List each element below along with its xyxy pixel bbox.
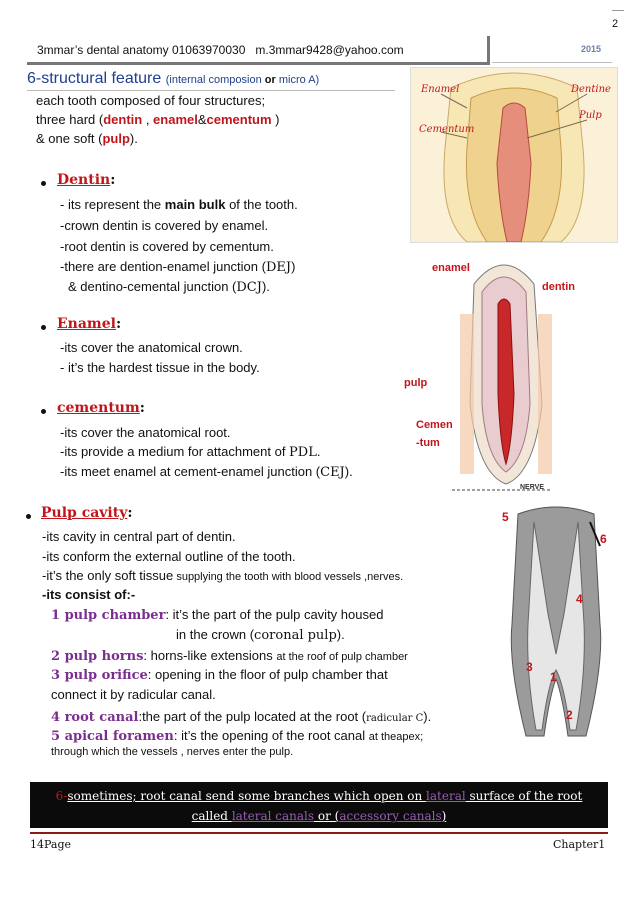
note-line-2: called lateral canals or (accessory cana… [191,809,447,823]
label-pulp: Pulp [579,110,602,121]
number-2: 2 [566,708,573,722]
footer-rule [30,832,608,834]
intro-line-3: & one soft (pulp). [36,131,138,146]
header-rule [492,62,612,63]
header-year: 2015 [581,44,602,54]
bullet-icon [41,181,46,186]
dentin-line-1: - its represent the main bulk of the too… [60,197,298,212]
pulp-cavity-illustration [510,506,602,737]
label-dentin: dentin [542,281,575,293]
pulp-line-3: -it’s the only soft tissue supplying the… [42,568,404,583]
bullet-icon [26,514,31,519]
tooth-section-figure: enamel dentin pulp Cemen -tum NERVE [402,244,612,496]
label-cemen: Cemen [416,419,453,431]
pulp-line-2: -its conform the external outline of the… [42,549,296,564]
section-title: 6-structural feature (internal composion… [27,70,395,91]
label-enamel: Enamel [421,84,460,95]
footer-page: 14Page [30,838,72,851]
pulp-item-2: 2 pulp horns: horns-like extensions at t… [51,648,408,664]
label-tum: -tum [416,437,440,449]
number-6: 6 [600,532,607,546]
dentin-heading: Dentin: [57,172,116,188]
number-1: 1 [550,670,557,684]
dentin-line-4: -there are dention-enamel junction (DEJ) [60,259,296,275]
cementum-line-2: -its provide a medium for attachment of … [60,444,321,460]
label-enamel: enamel [432,262,470,274]
dentin-line-2: -crown dentin is covered by enamel. [60,218,269,233]
label-nerve: NERVE [520,484,544,491]
enamel-line-1: -its cover the anatomical crown. [60,340,243,355]
tooth-section-illustration [402,244,612,496]
enamel-line-2: - it’s the hardest tissue in the body. [60,360,260,375]
pulp-item-3: 3 pulp orifice: opening in the floor of … [51,667,388,683]
intro-line-1: each tooth composed of four structures; [36,93,266,108]
pulp-item-1: 1 pulp chamber: it’s the part of the pul… [51,607,384,623]
page-number: 2 [612,18,619,30]
note-box: 6-sometimes; root canal send some branch… [30,782,608,828]
note-line-1: 6-sometimes; root canal send some branch… [55,789,583,803]
pulp-heading: Pulp cavity: [41,505,133,521]
pulp-item-3-cont: connect it by radicular canal. [51,687,216,702]
pulp-item-1-cont: in the crown (coronal pulp). [176,627,345,643]
cementum-line-3: -its meet enamel at cement-enamel juncti… [60,464,353,480]
cementum-heading: cementum: [57,400,145,416]
pulp-line-1: -its cavity in central part of dentin. [42,529,236,544]
bullet-icon [41,325,46,330]
intro-line-2: three hard (dentin , enamel&cementum ) [36,112,280,127]
header-contact: 3mmar’s dental anatomy 01063970030 m.3mm… [37,43,404,57]
cementum-line-1: -its cover the anatomical root. [60,425,231,440]
tooth-structure-illustration [440,72,588,242]
bullet-icon [41,409,46,414]
dentin-line-3: -root dentin is covered by cementum. [60,239,274,254]
page-number-rule [612,10,624,11]
label-dentine: Dentine [571,84,611,95]
pulp-item-5: 5 apical foramen: it’s the opening of th… [51,728,424,744]
tooth-structure-figure: Enamel Dentine Cementum Pulp [410,67,618,243]
pulp-consist: -its consist of:- [42,587,136,602]
number-4: 4 [576,592,583,606]
dentin-line-5: & dentino-cemental junction (DCJ). [68,279,270,295]
label-cementum: Cementum [419,124,475,135]
pulp-cavity-figure: 5 6 4 3 1 2 [500,504,612,738]
enamel-heading: Enamel: [57,316,122,332]
footer-chapter: Chapter1 [553,838,606,851]
pulp-item-4: 4 root canal:the part of the pulp locate… [51,709,432,725]
pulp-item-5-cont: through which the vessels , nerves enter… [51,746,294,758]
header-box: 3mmar’s dental anatomy 01063970030 m.3mm… [27,36,490,65]
label-pulp: pulp [404,377,428,389]
number-3: 3 [526,660,533,674]
number-5: 5 [502,510,509,524]
